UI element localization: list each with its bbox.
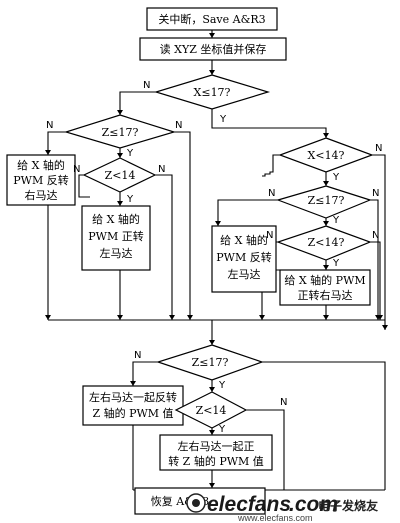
label-n: N [158,164,165,175]
svg-text:Z≤17?: Z≤17? [192,356,229,369]
svg-text:X≤17?: X≤17? [194,86,231,99]
svg-text:Z≤17?: Z≤17? [102,126,139,139]
decision-z-le-17-bottom: Z≤17? [156,344,264,381]
label-n: N [46,120,53,131]
label-n: N [268,188,275,199]
label-y: Y [126,148,134,159]
branch-labels: N Y N Y N N Y N N Y N Y N N Y N N Y N Y [46,80,382,435]
label-y: Y [218,424,226,435]
svg-text:Z<14?: Z<14? [308,236,345,249]
svg-text:左马达: 左马达 [100,247,133,260]
decision-x-le-17: X≤17? [153,74,271,110]
label-n: N [143,80,150,91]
decision-z-lt-14-right: Z<14? [276,225,372,261]
svg-text:www.elecfans.com: www.elecfans.com [237,513,313,523]
label-y: Y [332,258,340,269]
svg-text:给 X 轴的: 给 X 轴的 [92,212,140,226]
label-n: N [375,143,382,154]
svg-text:左右马达一起反转: 左右马达一起反转 [89,390,177,404]
svg-text:转 Z 轴的 PWM 值: 转 Z 轴的 PWM 值 [168,454,264,468]
process-both-motors-reverse: 左右马达一起反转 Z 轴的 PWM 值 [82,385,184,426]
svg-text:给 X 轴的: 给 X 轴的 [17,158,65,172]
label-y: Y [332,172,340,183]
process-x-reverse-right-motor: 给 X 轴的 PWM 反转 右马达 [6,154,76,206]
label-y: Y [126,194,134,205]
label-n: N [372,230,379,241]
svg-text:PWM 正转: PWM 正转 [88,229,143,243]
svg-text:给 X 轴的: 给 X 轴的 [220,233,268,247]
process-both-motors-forward: 左右马达一起正 转 Z 轴的 PWM 值 [159,434,273,471]
watermark-logo: elecfans .com 电子发烧友 www.elecfans.com [186,493,378,523]
svg-text:右马达: 右马达 [25,188,58,202]
arrowheads [45,33,388,488]
decision-z-lt-14-left: Z<14 [82,157,157,193]
decision-z-le-17-left: Z≤17? [63,114,177,149]
svg-text:Z<14: Z<14 [105,169,136,182]
label-y: Y [218,380,226,391]
svg-text:X<14?: X<14? [308,149,345,162]
process-x-forward-right-motor: 给 X 轴的 PWM 正转右马达 [279,269,371,306]
label-n: N [73,164,80,175]
svg-text:左右马达一起正: 左右马达一起正 [178,439,255,453]
label-n: N [175,120,182,131]
svg-text:elecfans: elecfans [207,493,291,516]
svg-text:Z≤17?: Z≤17? [308,194,345,207]
process-x-reverse-left-motor: 给 X 轴的 PWM 反转 左马达 [211,225,277,293]
label-n: N [372,188,379,199]
label-y: Y [219,114,227,125]
label-n: N [266,230,273,241]
node-start: 关中断，Save A&R3 [146,7,278,31]
svg-text:给 X 轴的 PWM: 给 X 轴的 PWM [284,273,365,287]
svg-text:PWM 反转: PWM 反转 [13,173,68,187]
node-read-xyz: 读 XYZ 坐标值并保存 [139,37,287,61]
label-n: N [134,350,141,361]
decision-x-lt-14: X<14? [278,137,374,173]
svg-text:正转右马达: 正转右马达 [298,288,353,302]
svg-text:左马达: 左马达 [228,268,261,281]
svg-text:电子发烧友: 电子发烧友 [318,498,378,513]
label-n: N [280,397,287,408]
svg-text:Z<14: Z<14 [196,404,227,417]
svg-text:关中断，Save A&R3: 关中断，Save A&R3 [158,12,265,26]
process-x-forward-left-motor: 给 X 轴的 PWM 正转 左马达 [81,205,151,271]
svg-text:读 XYZ 坐标值并保存: 读 XYZ 坐标值并保存 [160,42,267,56]
decision-z-lt-14-bottom: Z<14 [174,391,248,429]
label-y: Y [332,215,340,226]
svg-text:.com: .com [289,493,338,516]
decision-z-le-17-right: Z≤17? [276,185,372,219]
svg-text:Z 轴的 PWM 值: Z 轴的 PWM 值 [92,406,173,420]
svg-text:PWM 反转: PWM 反转 [216,250,271,264]
